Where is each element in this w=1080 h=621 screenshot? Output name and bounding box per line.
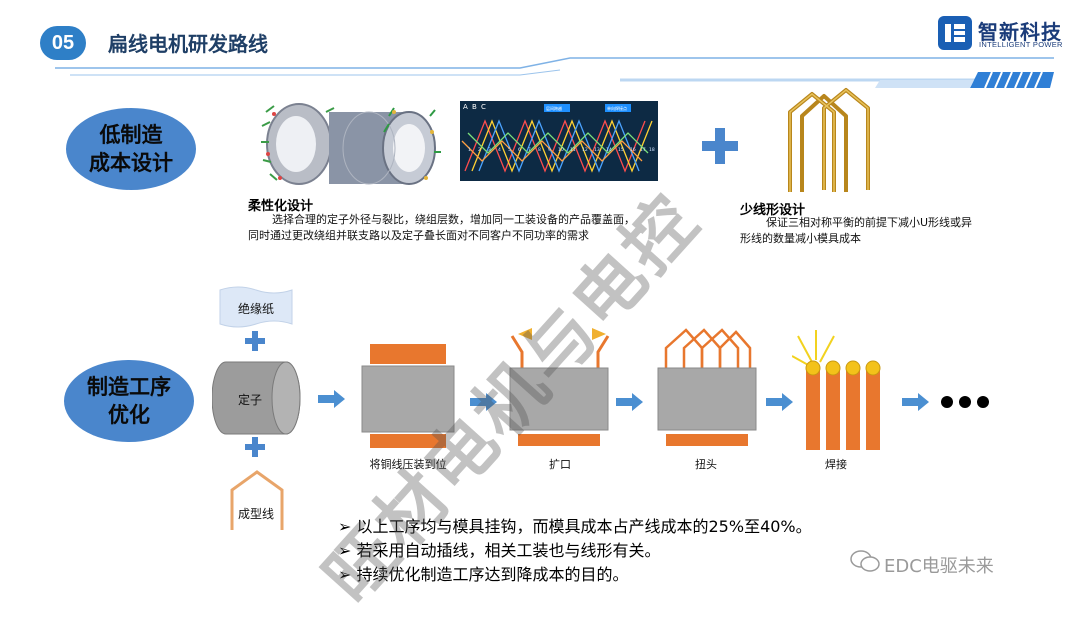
svg-text:13: 13	[594, 147, 600, 153]
diagram-tag-a: A	[463, 103, 468, 111]
conclusion-item: ➢ 以上工序均与模具挂钩，而模具成本占产线成本的25%至40%。	[338, 515, 812, 539]
svg-text:14: 14	[606, 147, 612, 153]
arrow-right-icon	[766, 393, 793, 411]
hairpin-wire-image	[788, 88, 870, 192]
formed-wire-shape	[230, 470, 284, 530]
insulation-paper-label: 绝缘纸	[237, 302, 274, 316]
svg-text:4: 4	[498, 147, 501, 153]
low-cost-design-text: 低制造 成本设计	[89, 123, 173, 175]
diagram-tag-weld: 单向焊接点	[607, 105, 627, 111]
svg-text:17: 17	[640, 147, 646, 153]
stator-label: 定子	[237, 393, 262, 407]
svg-text:10: 10	[558, 147, 564, 153]
formed-wire-label: 成型线	[237, 507, 274, 521]
company-name-en: INTELLIGENT POWER	[979, 40, 1063, 49]
flexible-design-title: 柔性化设计	[248, 199, 314, 214]
insulation-paper-shape	[219, 286, 293, 328]
svg-text:3: 3	[488, 147, 491, 153]
plus-icon	[702, 128, 738, 164]
conclusion-text: 若采用自动插线，相关工装也与线形有关。	[356, 541, 661, 560]
step-press-wire-diagram	[361, 344, 455, 448]
more-steps-dots	[941, 396, 989, 408]
fewer-wire-design-desc-1: 保证三相对称平衡的前提下减小U形线或异	[766, 216, 973, 229]
step-welding-label: 焊接	[825, 458, 847, 471]
company-logo-icon	[938, 16, 972, 50]
header-stripes	[55, 57, 1054, 89]
company-name-cn: 智新科技	[978, 20, 1062, 44]
step-flare-label: 扩口	[549, 458, 571, 471]
step-welding-diagram	[792, 330, 881, 450]
svg-text:9: 9	[548, 147, 551, 153]
step-twist-diagram	[657, 328, 757, 446]
svg-text:6: 6	[518, 147, 521, 153]
conclusion-text: 以上工序均与模具挂钩，而模具成本占产线成本的25%至40%。	[356, 517, 812, 536]
svg-text:11: 11	[570, 147, 576, 153]
diagram-tag-c: C	[481, 103, 486, 111]
fewer-wire-design-title: 少线形设计	[740, 203, 806, 218]
flexible-design-desc-2: 同时通过更改绕组并联支路以及定子叠长面对不同客户不同功率的需求	[248, 229, 589, 242]
arrow-right-icon	[470, 393, 497, 411]
svg-text:15: 15	[618, 147, 624, 153]
svg-text:16: 16	[630, 147, 636, 153]
arrow-right-icon	[318, 390, 345, 408]
svg-text:18: 18	[649, 147, 655, 153]
svg-text:2: 2	[478, 147, 481, 153]
step-flare-diagram	[509, 328, 610, 446]
conclusion-list: ➢ 以上工序均与模具挂钩，而模具成本占产线成本的25%至40%。 ➢ 若采用自动…	[338, 515, 812, 587]
diagram-tag-b: B	[472, 103, 477, 111]
diagram-tag-cross: 层间跨越	[546, 105, 562, 111]
conclusion-item: ➢ 若采用自动插线，相关工装也与线形有关。	[338, 539, 812, 563]
wechat-source-label: EDC电驱未来	[884, 556, 994, 577]
stator-winding-image	[261, 103, 441, 185]
svg-text:1: 1	[468, 147, 471, 153]
step-press-wire-label: 将铜线压装到位	[369, 458, 447, 471]
section-number-badge: 05	[40, 26, 86, 60]
step-twist-label: 扭头	[695, 458, 717, 471]
bullet-marker: ➢	[338, 517, 352, 536]
arrow-right-icon	[902, 393, 929, 411]
process-optimization-label: 制造工序 优化	[64, 360, 194, 442]
stator-cylinder-shape	[212, 361, 301, 435]
conclusion-text: 持续优化制造工序达到降成本的目的。	[356, 565, 629, 584]
bullet-marker: ➢	[338, 541, 352, 560]
arrow-right-icon	[616, 393, 643, 411]
flexible-design-desc-1: 选择合理的定子外径与裂比，绕组层数，增加同一工装设备的产品覆盖面，	[272, 213, 635, 226]
svg-text:12: 12	[582, 147, 588, 153]
svg-text:5: 5	[508, 147, 511, 153]
low-cost-design-label: 低制造 成本设计	[66, 108, 196, 190]
plus-icon-top	[245, 331, 265, 351]
conclusion-item: ➢ 持续优化制造工序达到降成本的目的。	[338, 563, 812, 587]
bullet-marker: ➢	[338, 565, 352, 584]
svg-text:7: 7	[528, 147, 531, 153]
process-optimization-text: 制造工序 优化	[87, 375, 171, 427]
plus-icon-bottom	[245, 437, 265, 457]
page-title: 扁线电机研发路线	[108, 32, 268, 56]
fewer-wire-design-desc-2: 形线的数量减小模具成本	[740, 232, 861, 245]
svg-text:8: 8	[538, 147, 541, 153]
wechat-icon	[850, 550, 880, 572]
